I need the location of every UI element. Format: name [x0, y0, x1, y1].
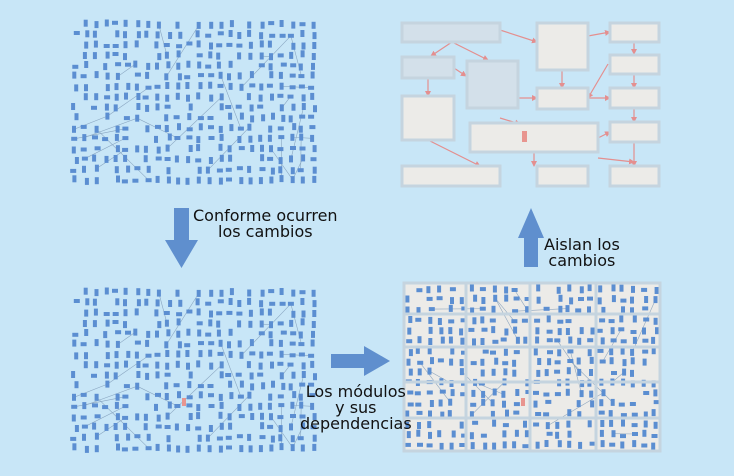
label-line: Aislan los — [544, 235, 620, 254]
changed-node — [522, 131, 527, 142]
arrow-down — [165, 208, 198, 268]
arrow-up — [518, 208, 544, 267]
tangled-system-original — [70, 19, 317, 185]
arrow-right — [331, 346, 390, 376]
label-line: y sus — [335, 398, 377, 417]
label-modules-and-dependencies: Los módulos y sus dependencias — [300, 384, 412, 432]
system-partitioned-into-modules — [402, 281, 662, 453]
tangled-system-changed — [70, 287, 317, 453]
label-isolate-changes: Aislan los cambios — [544, 237, 620, 269]
isolated-module-diagram — [400, 21, 661, 188]
changed-node — [182, 398, 186, 406]
label-line: Conforme ocurren — [193, 206, 338, 225]
label-line: Los módulos — [305, 382, 406, 401]
label-line: los cambios — [218, 222, 313, 241]
changed-node — [521, 398, 525, 406]
label-line: dependencias — [300, 414, 412, 433]
label-as-changes-occur: Conforme ocurren los cambios — [193, 208, 338, 240]
label-line: cambios — [548, 251, 616, 270]
